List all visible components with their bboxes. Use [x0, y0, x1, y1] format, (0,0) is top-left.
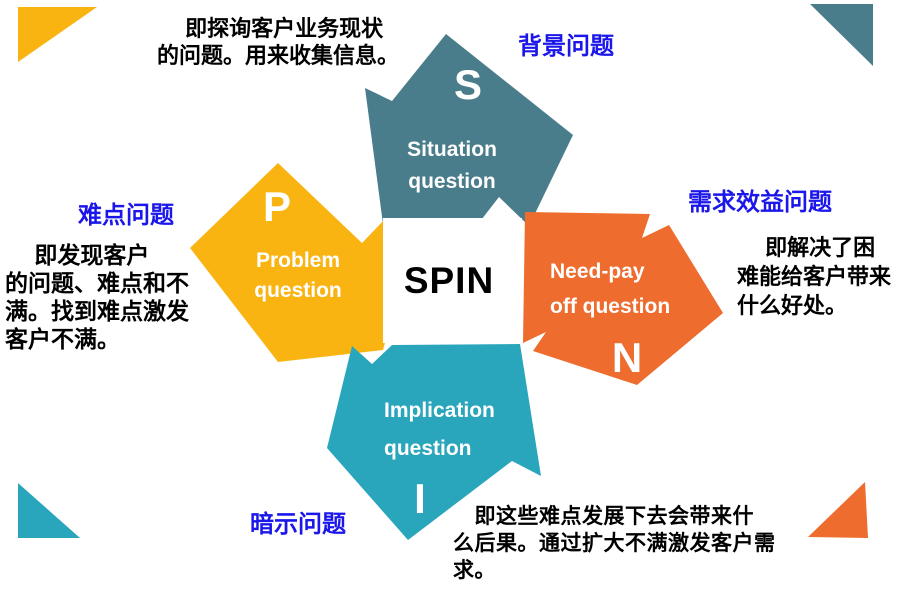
needpayoff-heading: 需求效益问题: [688, 189, 832, 216]
corner-triangle-bottom-left: [18, 483, 80, 538]
corner-triangle-top-right: [810, 4, 873, 66]
problem-label: Problem question: [254, 249, 342, 302]
implication-description: 即这些难点发展下去会带来什 么后果。通过扩大不满激发客户需 求。: [453, 505, 776, 582]
corner-triangle-top-left: [18, 7, 97, 62]
spin-title: SPIN: [403, 260, 495, 301]
needpayoff-description: 即解决了困 难能给客户带来 什么好处。: [737, 235, 892, 318]
implication-label: Implication question: [384, 399, 495, 460]
needpayoff-letter: N: [611, 334, 643, 381]
situation-heading: 背景问题: [518, 33, 614, 60]
implication-arrow-shape: [327, 344, 541, 540]
problem-heading: 难点问题: [78, 202, 174, 229]
spin-center-box: [383, 218, 522, 343]
implication-heading: 暗示问题: [250, 511, 346, 538]
situation-letter: S: [453, 61, 483, 108]
needpayoff-arrow-shape: [523, 212, 723, 385]
problem-arrow-shape: [190, 163, 388, 362]
situation-description: 即探询客户业务现状 的问题。用来收集信息。: [157, 16, 400, 68]
situation-label: Situation question: [407, 138, 497, 193]
problem-letter: P: [262, 183, 292, 230]
implication-letter: I: [414, 475, 426, 522]
corner-triangle-bottom-right: [808, 482, 868, 538]
situation-arrow-shape: [365, 34, 573, 226]
needpayoff-label: Need-pay off question: [550, 260, 671, 318]
problem-description: 即发现客户 的问题、难点和不 满。找到难点激发 客户不满。: [5, 242, 189, 352]
